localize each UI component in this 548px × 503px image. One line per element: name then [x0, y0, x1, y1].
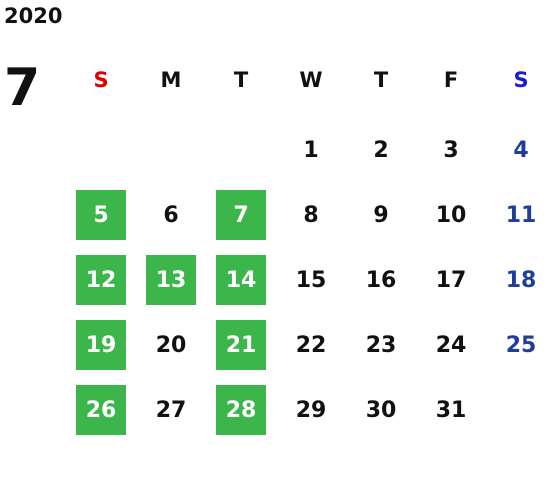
day-cell-30[interactable]: 30: [365, 397, 397, 423]
day-cell-19[interactable]: 19: [76, 320, 126, 370]
weekday-header-tue: T: [233, 68, 249, 92]
day-cell-28[interactable]: 28: [216, 385, 266, 435]
day-cell-13[interactable]: 13: [146, 255, 196, 305]
weekday-header-mon: M: [160, 68, 182, 92]
day-cell-11[interactable]: 11: [505, 202, 537, 228]
day-cell-12[interactable]: 12: [76, 255, 126, 305]
day-cell-29[interactable]: 29: [295, 397, 327, 423]
day-cell-26[interactable]: 26: [76, 385, 126, 435]
day-cell-25[interactable]: 25: [505, 332, 537, 358]
month-number: 7: [4, 58, 41, 118]
day-cell-20[interactable]: 20: [155, 332, 187, 358]
day-cell-9[interactable]: 9: [373, 202, 389, 228]
day-cell-15[interactable]: 15: [295, 267, 327, 293]
day-cell-1[interactable]: 1: [303, 137, 319, 163]
weekday-header-wed: W: [299, 68, 323, 92]
weekday-header-fri: F: [443, 68, 459, 92]
day-cell-24[interactable]: 24: [435, 332, 467, 358]
day-cell-27[interactable]: 27: [155, 397, 187, 423]
day-cell-21[interactable]: 21: [216, 320, 266, 370]
day-cell-18[interactable]: 18: [505, 267, 537, 293]
day-cell-7[interactable]: 7: [216, 190, 266, 240]
day-cell-14[interactable]: 14: [216, 255, 266, 305]
day-cell-2[interactable]: 2: [373, 137, 389, 163]
day-cell-17[interactable]: 17: [435, 267, 467, 293]
day-cell-5[interactable]: 5: [76, 190, 126, 240]
day-cell-3[interactable]: 3: [443, 137, 459, 163]
weekday-header-sat: S: [513, 68, 529, 92]
day-cell-22[interactable]: 22: [295, 332, 327, 358]
day-cell-4[interactable]: 4: [513, 137, 529, 163]
weekday-header-sun: S: [93, 68, 109, 92]
year-label: 2020: [4, 4, 63, 28]
day-cell-10[interactable]: 10: [435, 202, 467, 228]
day-cell-8[interactable]: 8: [303, 202, 319, 228]
day-cell-16[interactable]: 16: [365, 267, 397, 293]
day-cell-31[interactable]: 31: [435, 397, 467, 423]
day-cell-6[interactable]: 6: [163, 202, 179, 228]
weekday-header-thu: T: [373, 68, 389, 92]
day-cell-23[interactable]: 23: [365, 332, 397, 358]
